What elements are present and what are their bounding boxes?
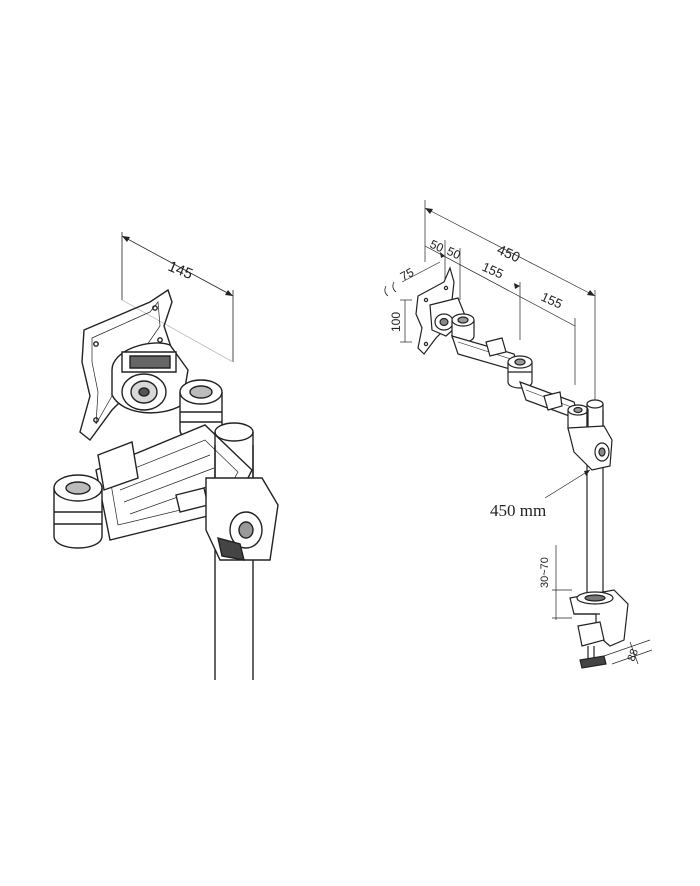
left-upper-joint <box>179 379 223 442</box>
desk-thickness-dimension <box>552 545 572 620</box>
dimension-chain <box>424 240 576 385</box>
right-pole-collar <box>567 425 613 471</box>
vesa-75-label: 75 <box>398 265 417 284</box>
segment-1-label: 155 <box>480 259 506 282</box>
desk-clamp <box>569 589 629 669</box>
right-tilt-head <box>429 297 467 337</box>
segment-2-label: 155 <box>539 289 565 312</box>
left-view <box>53 232 279 680</box>
right-arm-segment-2 <box>519 381 581 421</box>
pole-height-pointer <box>544 469 591 499</box>
vesa-dimensions <box>384 261 441 343</box>
dimension-450-overall <box>424 200 596 402</box>
right-arm-segment-1 <box>451 335 521 373</box>
clamp-depth-label: 88 <box>626 647 641 663</box>
overall-reach-label: 450 <box>495 241 523 265</box>
left-pole-collar <box>205 477 279 561</box>
clamp-depth-dimension <box>603 639 653 665</box>
left-width-label: 145 <box>166 258 196 283</box>
left-lower-joint <box>53 474 103 549</box>
pole-height-label: 450 mm <box>490 501 546 520</box>
vesa-offset-a-label: 50 <box>428 237 446 255</box>
left-dimension-145 <box>121 232 234 363</box>
right-view <box>384 200 653 669</box>
right-joint-1 <box>451 313 475 343</box>
vesa-100-label: 100 <box>389 312 403 332</box>
left-tilt-head <box>111 342 189 414</box>
desk-thickness-label: 30~70 <box>539 557 551 588</box>
right-joint-2 <box>507 355 533 389</box>
vesa-offset-b-label: 50 <box>445 244 463 262</box>
